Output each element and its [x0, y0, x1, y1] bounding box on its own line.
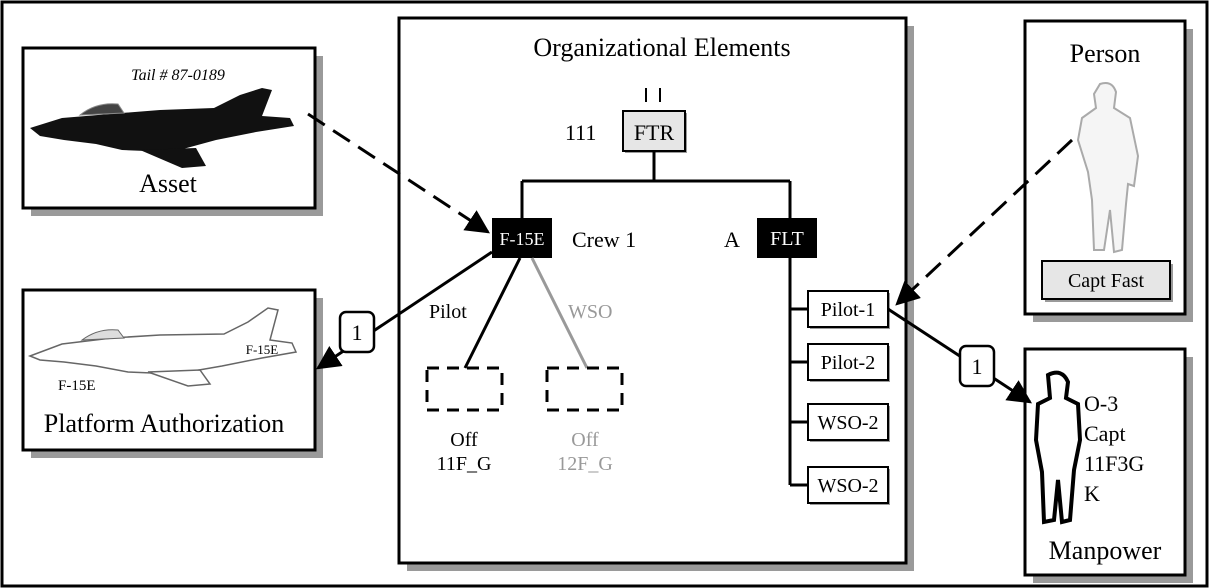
dark-jet-icon	[30, 88, 294, 168]
manpower-grade: O-3	[1084, 391, 1118, 416]
flight-unit-label: FLT	[770, 228, 804, 250]
member-box	[807, 343, 889, 381]
manpower-panel: O-3 Capt 11F3G K Manpower	[1023, 347, 1193, 583]
crew-label: Crew 1	[572, 227, 636, 252]
wso-position-label: WSO	[568, 301, 612, 323]
cardinality-value: 1	[352, 320, 363, 345]
platform-cardinality-badge: 1	[338, 310, 376, 354]
member-label: WSO-2	[817, 475, 878, 497]
manpower-rank: Capt	[1084, 421, 1126, 446]
asset-tail-number: Tail # 87-0189	[131, 67, 225, 84]
org-tree-connector	[520, 151, 792, 218]
org-panel-title: Organizational Elements	[533, 33, 790, 62]
wso-slot-line2: 12F_G	[557, 453, 613, 475]
cardinality-box	[338, 310, 376, 354]
cardinality-value: 1	[972, 354, 983, 379]
flight-member-pilot-2[interactable]: Pilot-2	[807, 343, 890, 382]
member-box	[807, 466, 889, 504]
manpower-afsc: 11F3G	[1084, 451, 1144, 476]
asset-panel: Tail # 87-0189 Asset	[21, 46, 323, 216]
crew-unit-box	[492, 218, 552, 258]
flight-member-wso-2b[interactable]: WSO-2	[807, 466, 890, 505]
org-elements-panel: Organizational Elements FTR 111 F-15E Cr…	[397, 16, 914, 571]
platform-label: Platform Authorization	[44, 409, 284, 438]
person-name: Capt Fast	[1068, 270, 1145, 292]
platform-nose-marking: F-15E	[58, 378, 96, 394]
manpower-cardinality-badge: 1	[958, 344, 996, 388]
root-unit-number: 111	[565, 120, 596, 145]
flight-unit-box	[757, 218, 817, 258]
flight-member-wso-2a[interactable]: WSO-2	[807, 403, 890, 442]
wso-position-line	[530, 257, 589, 369]
platform-panel: F-15E F-15E Platform Authorization	[21, 288, 323, 458]
soldier-outline-icon	[1033, 370, 1083, 525]
pilot-slot-line2: 11F_G	[437, 453, 492, 475]
flight-prefix: A	[724, 227, 740, 252]
member-label: Pilot-2	[821, 352, 875, 374]
soldier-silhouette-icon	[1076, 82, 1140, 254]
wso-slot-line1: Off	[571, 429, 599, 451]
flight-unit-node[interactable]: A FLT	[724, 218, 817, 258]
member-box	[807, 403, 889, 441]
person-title: Person	[1070, 39, 1141, 68]
person-panel: Person Capt Fast	[1023, 19, 1193, 322]
flight-member-pilot-1[interactable]: Pilot-1	[807, 290, 890, 329]
pilot-slot-line1: Off	[450, 429, 478, 451]
member-label: Pilot-1	[821, 299, 875, 321]
asset-label: Asset	[139, 169, 198, 198]
root-unit-box	[622, 110, 686, 152]
root-connector-stub	[645, 88, 661, 102]
person-name-box	[1041, 260, 1171, 300]
cardinality-box	[958, 344, 996, 388]
manpower-code: K	[1084, 481, 1100, 506]
root-unit-label: FTR	[634, 120, 675, 145]
root-unit-node[interactable]: FTR 111	[565, 88, 687, 153]
pilot-position-line	[463, 257, 522, 369]
crew-unit-node[interactable]: F-15E Crew 1	[492, 218, 636, 258]
platform-tail-marking: F-15E	[246, 342, 279, 357]
flight-members-connector	[788, 258, 808, 487]
person-name-badge[interactable]: Capt Fast	[1041, 260, 1173, 302]
crew-unit-label: F-15E	[500, 229, 545, 249]
person-to-pilot-arrow	[895, 138, 1074, 306]
member-box	[807, 290, 889, 328]
manpower-label: Manpower	[1049, 536, 1162, 565]
asset-to-crew-arrow	[307, 112, 491, 234]
pilot-position-label: Pilot	[429, 301, 467, 323]
white-jet-icon	[27, 307, 298, 387]
member-label: WSO-2	[817, 412, 878, 434]
